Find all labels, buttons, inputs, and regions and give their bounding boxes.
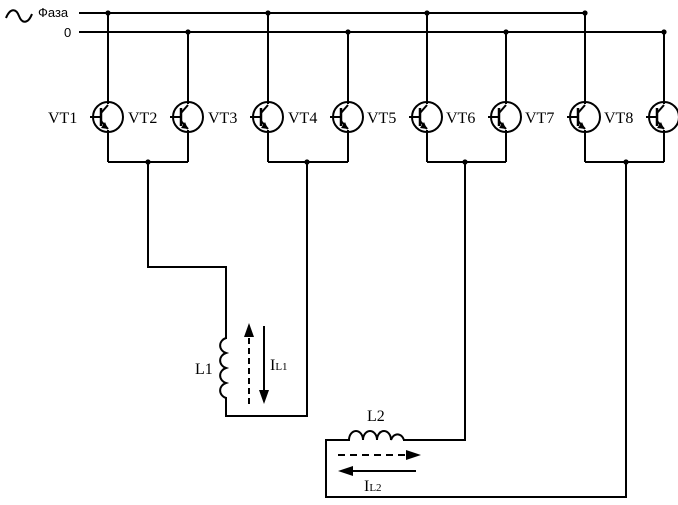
emitter-arrow-icon: [101, 122, 108, 129]
inductor-l2-label: L2: [367, 408, 385, 425]
inductor-l2: L2: [348, 408, 405, 441]
arrow-up-icon: [244, 323, 254, 337]
emitter-arrow-icon: [261, 122, 268, 129]
transistor-vt1: VT1: [48, 10, 124, 162]
transistor-label: VT1: [48, 110, 77, 127]
arrow-left-icon: [338, 466, 353, 476]
junction-dot: [582, 10, 588, 16]
emitter-arrow-icon: [181, 122, 188, 129]
current-arrows-l2: IL2: [338, 450, 421, 495]
transistor-vt5: VT5: [367, 10, 443, 162]
output-wiring: [147, 161, 627, 498]
transistor-vt7: VT7: [525, 10, 601, 162]
phase-label: Фаза: [38, 5, 69, 20]
transistor-label: VT5: [367, 110, 396, 127]
transistor-array: VT1 VT2 VT3 VT4 VT5 VT6 VT7 VT8: [48, 10, 678, 165]
transistor-vt2: VT2: [128, 29, 204, 162]
transistor-label: VT8: [604, 110, 633, 127]
current-l1-label: IL1: [270, 357, 288, 374]
inductor-l1: L1: [195, 337, 230, 399]
transistor-vt6: VT6: [446, 29, 522, 162]
arrow-right-icon: [406, 450, 421, 460]
junction-dot: [503, 29, 509, 35]
transistor-label: VT4: [288, 110, 317, 127]
transistor-label: VT7: [525, 110, 554, 127]
emitter-arrow-icon: [657, 122, 664, 129]
transistor-vt8: VT8: [604, 29, 678, 162]
transistor-vt3: VT3: [208, 10, 284, 162]
junction-dot: [424, 10, 430, 16]
transistor-label: VT3: [208, 110, 237, 127]
junction-dot: [185, 29, 191, 35]
emitter-arrow-icon: [578, 122, 585, 129]
junction-dot: [661, 29, 667, 35]
inductor-l1-label: L1: [195, 361, 213, 378]
current-l2-label: IL2: [364, 478, 382, 495]
zero-label: 0: [64, 25, 71, 40]
transistor-vt4: VT4: [288, 29, 364, 162]
current-arrows-l1: IL1: [244, 323, 288, 404]
junction-dot: [265, 10, 271, 16]
emitter-arrow-icon: [499, 122, 506, 129]
junction-dot: [105, 10, 111, 16]
ac-source-icon: [5, 9, 33, 23]
emitter-arrow-icon: [420, 122, 427, 129]
arrow-down-icon: [259, 390, 269, 404]
emitter-arrow-icon: [341, 122, 348, 129]
transistor-label: VT6: [446, 110, 475, 127]
junction-dot: [345, 29, 351, 35]
transistor-label: VT2: [128, 110, 157, 127]
